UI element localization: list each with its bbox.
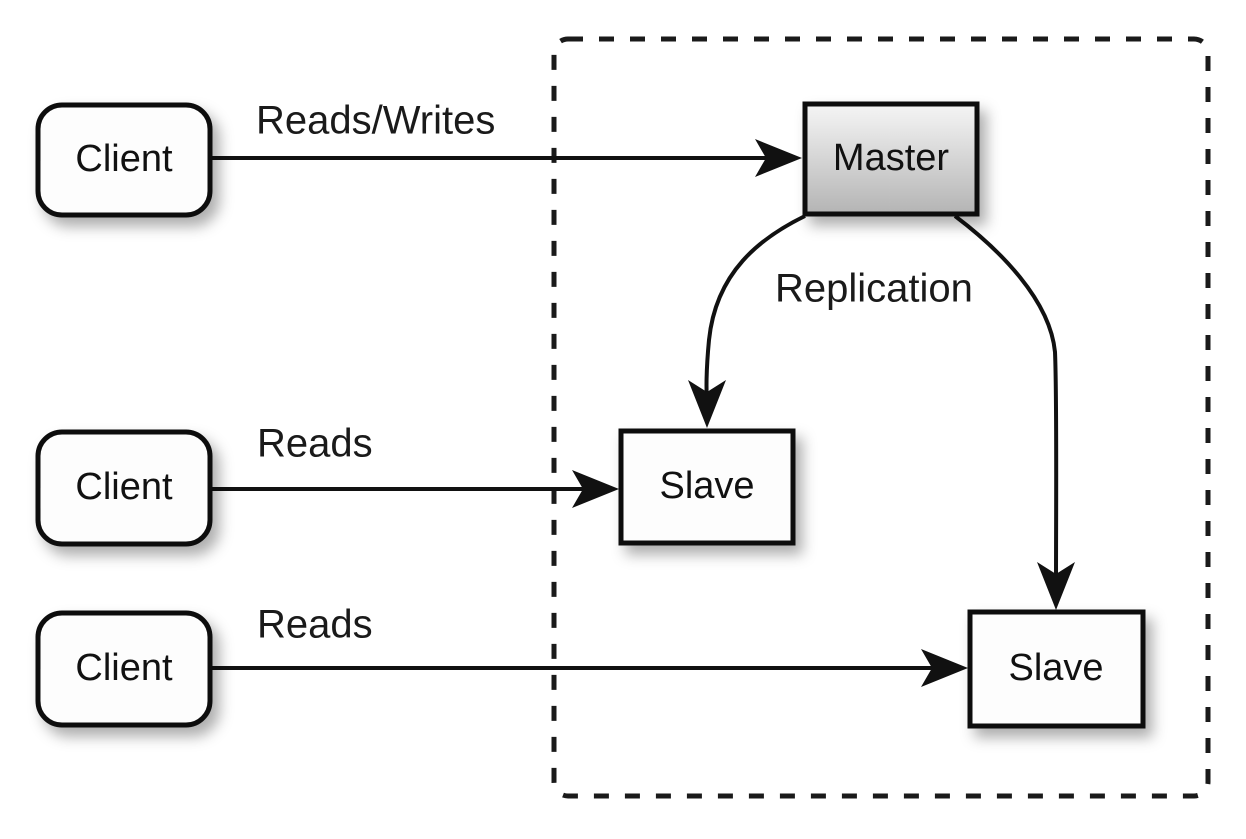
database-cluster-boundary xyxy=(551,36,1211,799)
master-label: Master xyxy=(833,137,949,179)
edge-master-slave2 xyxy=(953,214,1075,610)
arrowhead-into-master xyxy=(755,139,802,177)
master-box[interactable] xyxy=(802,101,980,217)
edge-client1-master xyxy=(210,139,802,177)
slave-1-box[interactable] xyxy=(618,428,796,546)
node-slave-2[interactable]: Slave xyxy=(967,609,1146,729)
client-3-box[interactable] xyxy=(35,610,213,728)
node-client-1[interactable]: Client xyxy=(35,102,213,218)
client-2-box[interactable] xyxy=(35,429,213,547)
edge-master-slave1 xyxy=(688,214,806,428)
client-2-label: Client xyxy=(75,466,173,508)
edge-label-reads-writes: Reads/Writes xyxy=(256,99,495,143)
arrowhead-into-slave-2 xyxy=(921,649,968,687)
node-master[interactable]: Master xyxy=(802,101,980,217)
slave-2-box[interactable] xyxy=(967,609,1146,729)
node-slave-1[interactable]: Slave xyxy=(618,428,796,546)
slave-2-label: Slave xyxy=(1008,647,1103,689)
slave-1-label: Slave xyxy=(659,465,754,507)
arrowhead-replication-slave-1 xyxy=(688,380,726,428)
node-client-3[interactable]: Client xyxy=(35,610,213,728)
edge-client2-slave1 xyxy=(210,470,619,508)
edge-label-reads-slave-1: Reads xyxy=(257,422,373,466)
client-3-label: Client xyxy=(75,647,173,689)
client-1-box[interactable] xyxy=(35,102,213,218)
edge-client3-slave2 xyxy=(210,649,968,687)
edge-curve-master-slave2 xyxy=(953,214,1059,593)
edge-label-replication: Replication xyxy=(775,267,973,311)
node-client-2[interactable]: Client xyxy=(35,429,213,547)
arrowhead-into-slave-1 xyxy=(572,470,619,508)
arrowhead-replication-slave-2 xyxy=(1037,562,1075,610)
client-1-label: Client xyxy=(75,138,173,180)
edge-curve-master-slave1 xyxy=(704,214,806,411)
edge-label-reads-slave-2: Reads xyxy=(257,603,373,647)
